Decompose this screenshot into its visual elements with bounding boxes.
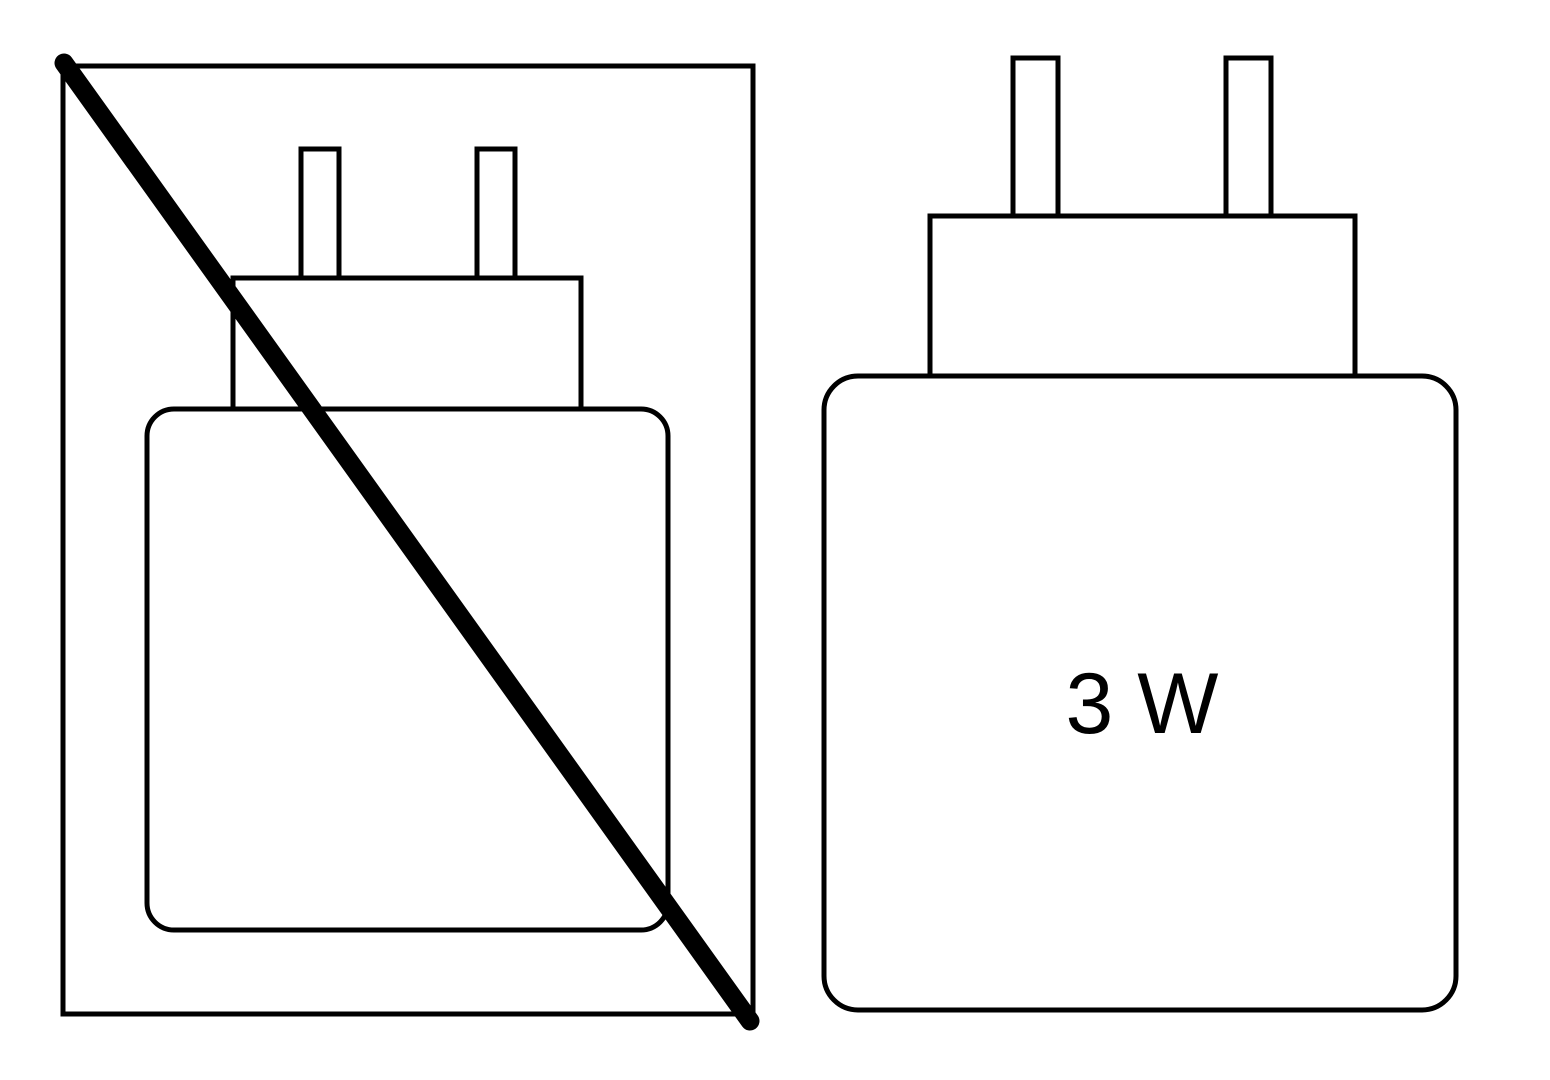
right-charger-prong-right-icon	[1223, 55, 1274, 219]
left-charger-prong-left-icon	[298, 146, 342, 282]
power-rating-label: 3 W	[1066, 656, 1219, 752]
left-charger-plug-head-icon	[230, 275, 584, 413]
crossed-out-frame	[60, 63, 756, 1017]
right-charger-body-icon	[821, 373, 1459, 1013]
minimum-charger-power-icon: 3 W	[821, 55, 1459, 1013]
no-charger-included-icon	[54, 53, 760, 1031]
right-charger-plug-head-icon	[927, 213, 1358, 380]
right-charger-prong-left-icon	[1010, 55, 1061, 219]
left-charger-prong-right-icon	[474, 146, 518, 282]
left-charger-body-icon	[144, 406, 671, 933]
strike-through-line	[54, 53, 760, 1031]
